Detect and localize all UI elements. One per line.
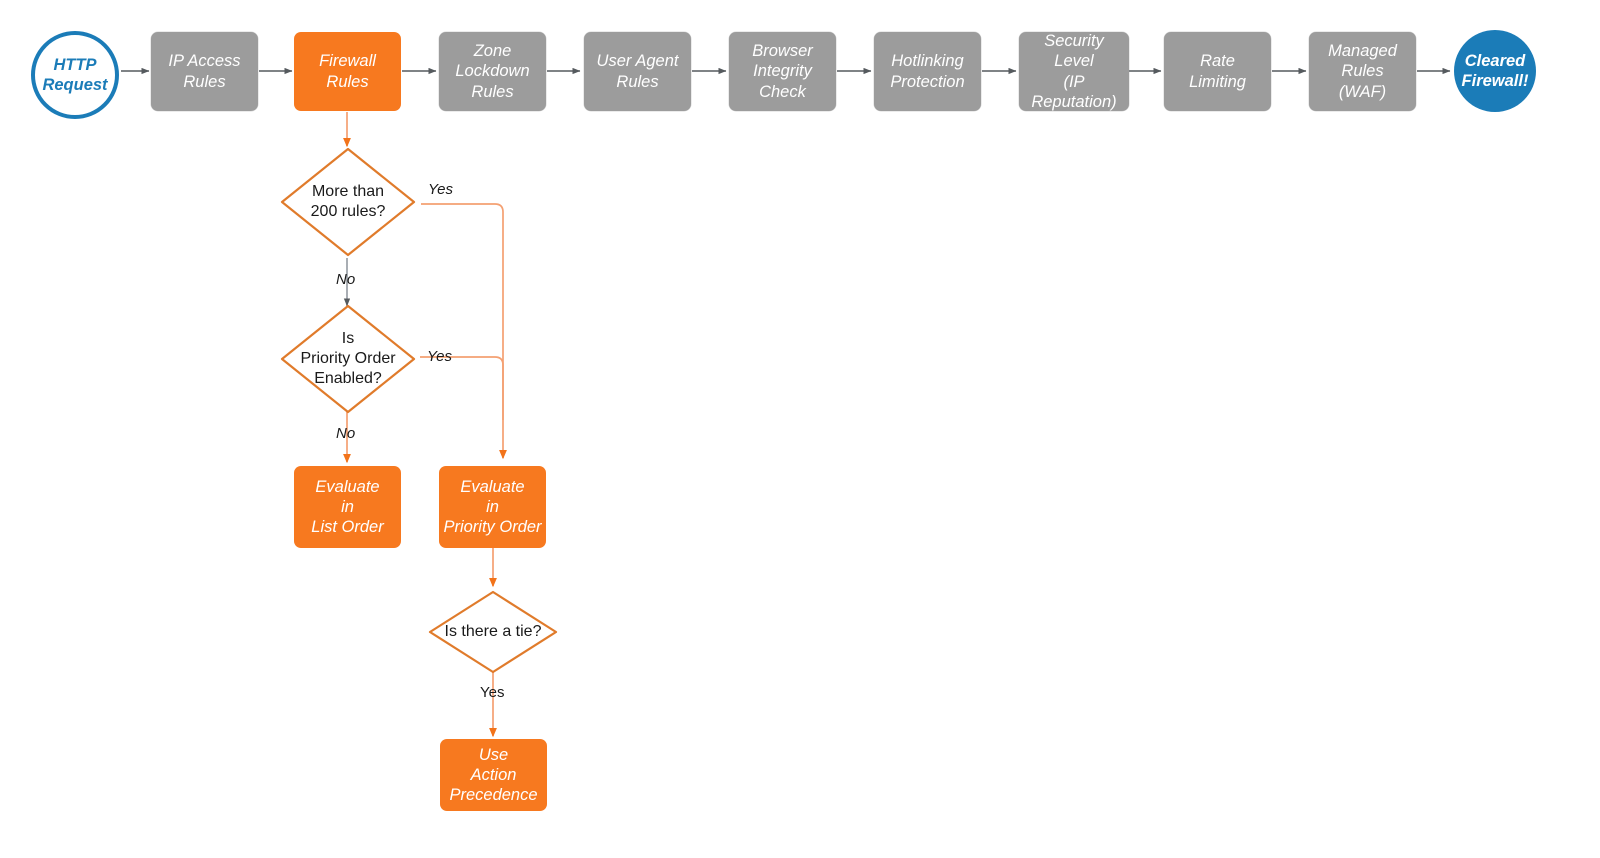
edge-label-tie-yes: Yes — [480, 684, 505, 701]
is-there-a-tie-shape — [428, 590, 558, 674]
edge-priority-order-yes — [420, 356, 504, 420]
edge-label-more-than-200-no: No — [336, 271, 356, 288]
is-priority-order-enabled-shape — [280, 304, 416, 414]
node-is-there-a-tie[interactable]: Is there a tie? — [427, 589, 559, 675]
edge-label-priority-order-no: No — [336, 425, 356, 442]
edge-label-more-than-200-yes: Yes — [428, 181, 454, 198]
node-cleared-firewall-label: Cleared Firewall! — [1461, 51, 1529, 90]
edge-label-priority-order-yes: Yes — [427, 348, 453, 365]
node-http-request[interactable]: HTTP Request — [31, 31, 119, 119]
edge-more-than-200-yes — [421, 203, 507, 460]
more-than-200-rules-shape — [280, 147, 416, 257]
node-cleared-firewall[interactable]: Cleared Firewall! — [1454, 30, 1536, 112]
node-is-there-a-tie-label: Is there a tie? — [444, 622, 542, 640]
node-http-request-label: HTTP Request — [42, 55, 108, 94]
